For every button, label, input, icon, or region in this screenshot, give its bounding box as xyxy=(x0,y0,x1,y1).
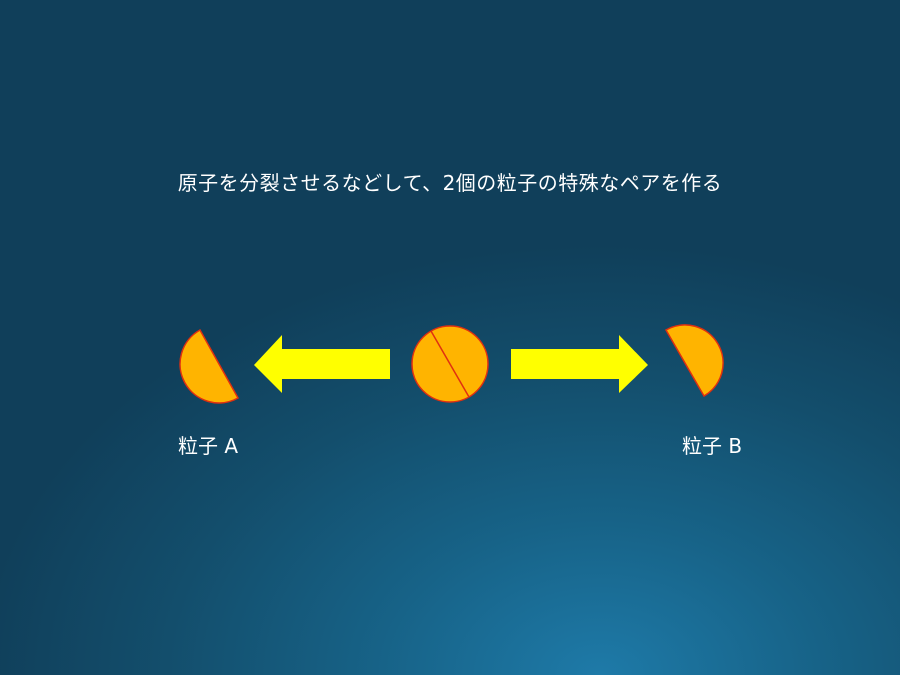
slide-title: 原子を分裂させるなどして、2個の粒子の特殊なペアを作る xyxy=(177,171,723,195)
particle-a-label: 粒子 A xyxy=(178,434,239,458)
particle-b-label: 粒子 B xyxy=(682,434,743,458)
particle-a-shape xyxy=(179,328,240,404)
particle-b-shape xyxy=(664,324,724,398)
right-arrow xyxy=(511,335,648,393)
left-arrow xyxy=(254,335,390,393)
split-line xyxy=(430,330,470,398)
